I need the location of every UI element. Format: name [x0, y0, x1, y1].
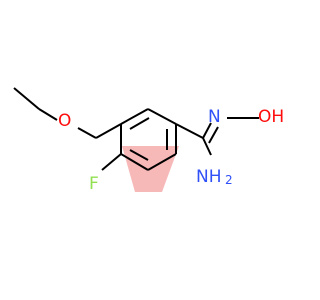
ethyl-ch3-bond [13, 87, 40, 110]
amidine-c-n-double-bond-1 [202, 122, 212, 139]
amine-subscript: 2 [225, 173, 233, 187]
ring-bond-bottom-right [147, 153, 177, 171]
ring-double-bottom [129, 149, 149, 161]
carbon-fluorine-bond [101, 153, 122, 171]
molecule-structure: O F N OH NH 2 [13, 87, 284, 194]
ring-bond-bottom-left [120, 153, 149, 171]
amine-label: NH [196, 167, 222, 187]
oxime-nitrogen-label: N [208, 107, 221, 127]
amidine-c-n-double-bond-2 [208, 126, 219, 144]
amidine-c-nh2-bond [202, 137, 212, 156]
ring-double-top [129, 117, 150, 130]
hydroxyl-label: OH [258, 107, 284, 127]
benzyl-ch2-bond [95, 123, 122, 139]
ring-bond-top-left [120, 108, 149, 125]
ether-oxygen-label: O [58, 111, 71, 131]
ring-to-amidine-carbon [175, 123, 204, 139]
ether-oxygen-to-ethyl [38, 108, 58, 121]
fluorine-label: F [89, 174, 99, 194]
molecule-canvas: O F N OH NH 2 [13, 87, 285, 194]
ch2-to-ether-oxygen [77, 127, 97, 139]
ring-bond-top-right [147, 108, 177, 125]
